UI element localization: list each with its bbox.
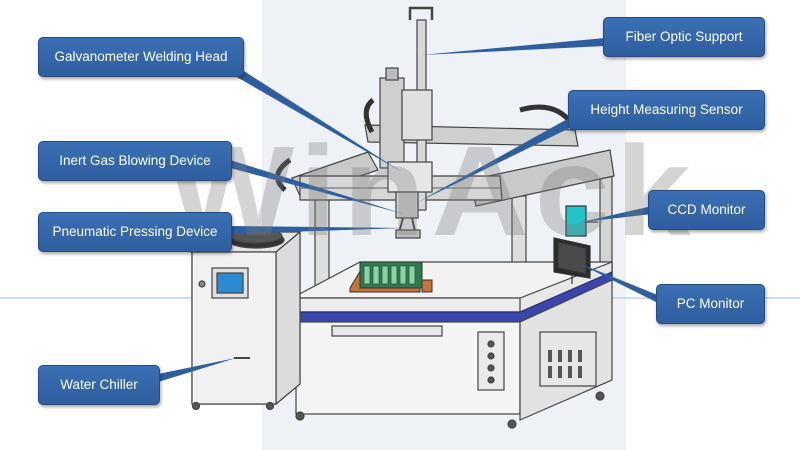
leader-height-measuring-sensor <box>418 112 586 202</box>
label-inert-gas-blowing-device: Inert Gas Blowing Device <box>38 141 232 181</box>
label-pneumatic-pressing-device: Pneumatic Pressing Device <box>38 212 232 252</box>
leader-water-chiller <box>158 358 236 382</box>
water-chiller-unit <box>190 228 302 411</box>
watermark-text: WinAck <box>167 120 697 263</box>
label-fiber-optic-support: Fiber Optic Support <box>603 17 765 57</box>
label-ccd-monitor: CCD Monitor <box>648 190 765 230</box>
leader-galvanometer-welding-head <box>228 66 402 172</box>
leader-fiber-optic-support <box>421 38 605 55</box>
label-pc-monitor: PC Monitor <box>656 284 765 324</box>
leader-pneumatic-pressing-device <box>230 226 404 234</box>
leader-lines <box>158 38 660 382</box>
label-water-chiller: Water Chiller <box>38 365 160 405</box>
leader-ccd-monitor <box>582 206 652 222</box>
label-height-measuring-sensor: Height Measuring Sensor <box>568 90 765 130</box>
monitors <box>553 205 598 284</box>
battery-fixture <box>349 261 433 293</box>
leader-inert-gas-blowing-device <box>230 160 404 214</box>
label-galvanometer-welding-head: Galvanometer Welding Head <box>38 37 244 77</box>
welding-head-assembly <box>363 6 434 239</box>
leader-pc-monitor <box>576 262 660 304</box>
